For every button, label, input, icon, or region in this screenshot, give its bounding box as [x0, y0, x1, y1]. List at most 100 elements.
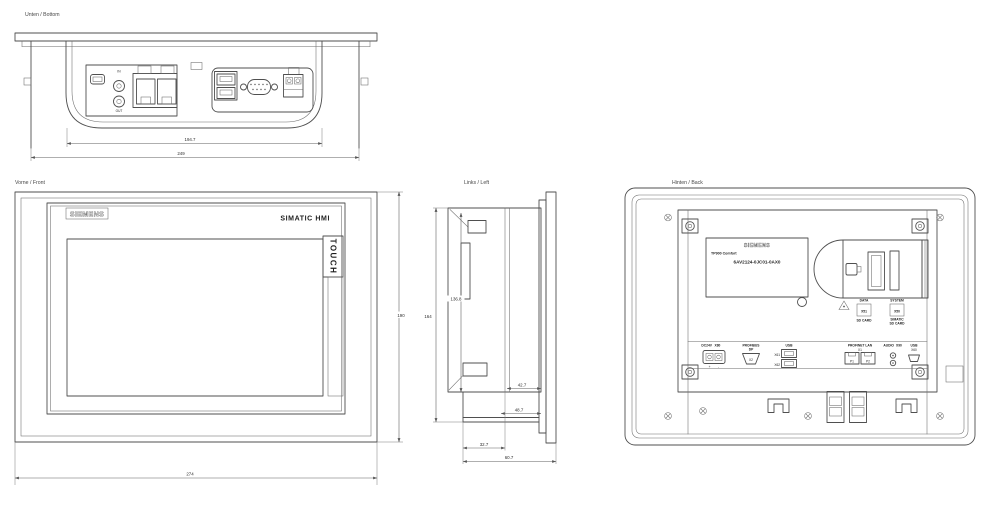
nameplate-brand: SIEMENS — [744, 243, 770, 249]
front-plate-inner — [20, 197, 372, 437]
usb-device-title: USB — [911, 344, 919, 348]
usb-mini-port — [90, 74, 105, 85]
usb-host-port-group: USB X61 X62 — [774, 344, 797, 368]
clamp-recess-left — [767, 398, 790, 413]
db9-serial-port — [240, 79, 278, 95]
screw-top-right — [936, 213, 944, 222]
usb-port-b-id: X62 — [774, 363, 780, 367]
dim-front-height-label: 190 — [397, 313, 405, 318]
profinet-p1-label: P1 — [850, 360, 854, 364]
dim-recess-width-label: 194.7 — [185, 137, 197, 142]
memory-labels: DATA X51 SD CARD SYSTEM X50 SIMATIC SD C… — [856, 299, 905, 326]
rj45-dual-port — [132, 65, 178, 108]
front-bezel — [46, 202, 346, 415]
side-vent-slot — [460, 242, 471, 300]
power-port-group: DC24V X80 + - — [701, 344, 726, 369]
audio-jack-2-icon — [889, 359, 897, 367]
side-gasket-flange — [538, 199, 547, 434]
battery-holder-icon — [845, 263, 862, 276]
screw-bottom-mid-left — [699, 407, 707, 415]
power-connector — [283, 67, 304, 98]
dim-housing-width-label: 249 — [177, 151, 185, 156]
dim-recess-height-label: 136.8 — [451, 297, 463, 302]
audio-in-label: IN — [117, 70, 121, 74]
housing-notch — [190, 62, 203, 70]
display-screen — [66, 238, 324, 397]
dim-depth-total-label: 60.7 — [505, 455, 514, 460]
esd-warning-icon — [838, 300, 850, 310]
side-tab — [945, 365, 964, 383]
power-minus-label: - — [718, 365, 719, 369]
data-card-caption: SD CARD — [856, 319, 872, 323]
audio-jack-1-icon — [889, 352, 897, 359]
mounting-clamp-notch-right — [360, 77, 369, 86]
usb-host-ports — [214, 71, 238, 101]
audio-title: AUDIO — [883, 344, 894, 348]
dim-depth-b-label: 48.7 — [515, 407, 524, 412]
dim-front-width-label: 274 — [186, 472, 194, 477]
audio-port-id: X90 — [896, 344, 902, 348]
profibus-port-id: X2 — [749, 358, 753, 362]
audio-in-jack — [113, 80, 125, 92]
power-plug-icon — [702, 350, 726, 364]
view-side-title: Links / Left — [464, 180, 490, 186]
connector-recess-right — [211, 67, 314, 113]
screw-top-left — [664, 213, 672, 222]
usb-mini-icon — [908, 354, 920, 362]
back-outer-frame — [624, 187, 976, 446]
power-port-id: X80 — [715, 344, 721, 348]
usb-title: USB — [786, 344, 794, 348]
rear-housing-outline — [23, 40, 369, 149]
dimension-front-width: 274 — [14, 442, 378, 485]
front-plate-edge — [14, 32, 378, 47]
screw-bottom-left — [664, 412, 672, 420]
connector-strip: DC24V X80 + - PROFIBUS DP X2 USB — [687, 341, 928, 369]
nameplate-order-number: 6AV2124-0JC01-0AX0 — [734, 260, 781, 265]
sd-slot-data — [867, 251, 885, 291]
system-card-caption-1: SIMATIC — [890, 318, 904, 322]
dimension-housing-width: 249 — [30, 148, 360, 161]
usb-port-a-icon — [781, 349, 797, 358]
system-card-title: SYSTEM — [890, 299, 904, 303]
front-bezel-inner — [50, 205, 342, 412]
mount-bracket-bottom-right — [911, 364, 929, 380]
audio-out-jack — [113, 95, 125, 108]
side-front-plate — [545, 191, 557, 444]
usb-device-port-group: USB X60 — [908, 344, 920, 362]
audio-out-label: OUT — [116, 109, 123, 113]
audio-port-group: AUDIO X90 — [883, 344, 902, 367]
profinet-p2-label: P2 — [866, 360, 870, 364]
sd-slot-system — [889, 250, 900, 291]
side-top-chamfer — [449, 209, 469, 228]
side-bottom-recess — [462, 391, 540, 423]
connector-recess-left: IN OUT — [85, 64, 178, 117]
view-back: Hinten / Back — [624, 180, 976, 446]
dim-depth-a-label: 42.7 — [518, 382, 527, 387]
screw-bottom-right — [936, 412, 944, 420]
system-card-caption-2: SD CARD — [889, 322, 905, 326]
nameplate: SIEMENS TP900 Comfort 6AV2124-0JC01-0AX0 — [705, 237, 809, 298]
touch-label: TOUCH — [329, 239, 338, 275]
data-card-port: X51 — [861, 310, 867, 314]
view-back-title: Hinten / Back — [672, 180, 703, 186]
power-plus-label: + — [709, 365, 711, 369]
side-bottom-block — [462, 362, 488, 377]
front-plate-outer — [14, 191, 378, 443]
dimension-side-depth-a: 42.7 — [506, 382, 542, 390]
power-title: DC24V — [701, 344, 712, 348]
dimension-side-housing-height: 164 — [424, 207, 463, 423]
terminal-block-2 — [849, 391, 867, 423]
usb-device-port-id: X60 — [911, 348, 917, 352]
siemens-logo: SIEMENS — [65, 207, 109, 220]
housing-hole — [797, 297, 807, 307]
data-card-title: DATA — [860, 299, 869, 303]
view-side: Links / Left 42.7 48.7 32.7 — [424, 180, 557, 464]
view-front: Vorne / Front SIEMENS SIMATIC HMI TOUCH … — [14, 180, 407, 485]
mount-bracket-top-left — [681, 218, 699, 234]
sd-card-cover — [813, 239, 929, 299]
view-bottom: Unten / Bottom IN — [14, 12, 378, 161]
mount-bracket-bottom-left — [681, 364, 699, 380]
bezel-right-strip — [327, 276, 344, 397]
